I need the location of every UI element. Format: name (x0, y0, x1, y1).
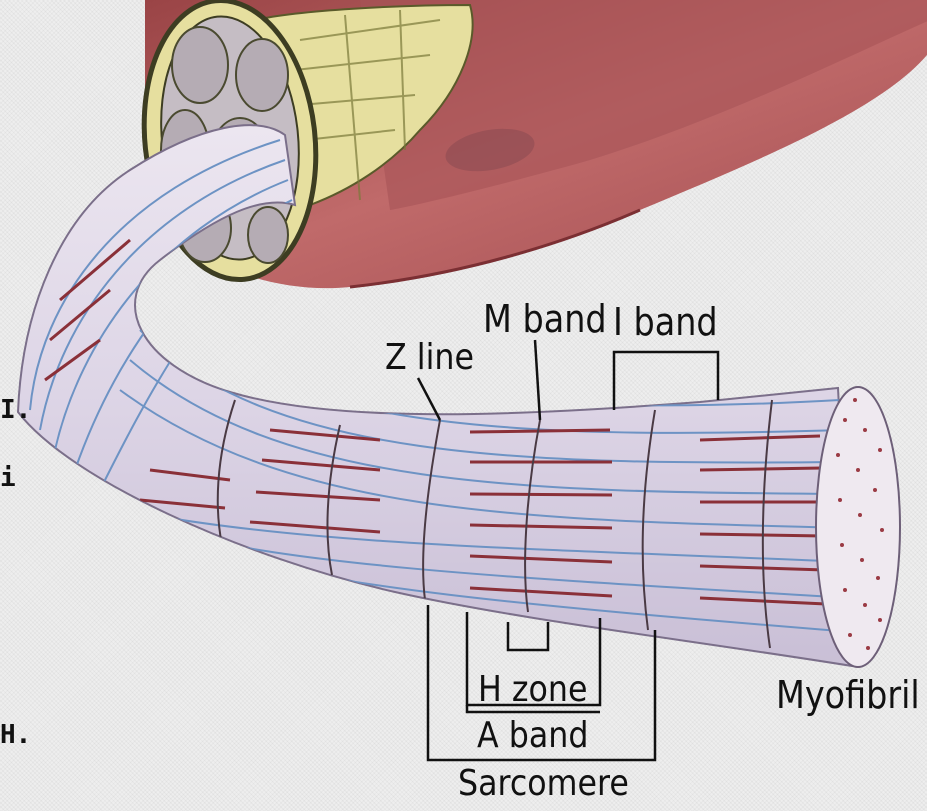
label-i-band: I band (613, 303, 718, 341)
label-myofibril: Myofibril (776, 676, 920, 714)
label-sarcomere: Sarcomere (458, 766, 629, 802)
side-mark-middle: i (0, 465, 16, 491)
side-mark-bottom: H. (0, 722, 31, 748)
label-z-line: Z line (385, 340, 474, 376)
label-m-band: M band (483, 300, 607, 338)
side-mark-top: I. (0, 397, 31, 423)
label-h-zone: H zone (478, 672, 587, 708)
m-band-pointer (535, 340, 540, 420)
label-a-band: A band (477, 718, 588, 754)
h-zone-inner-bracket (508, 622, 548, 650)
